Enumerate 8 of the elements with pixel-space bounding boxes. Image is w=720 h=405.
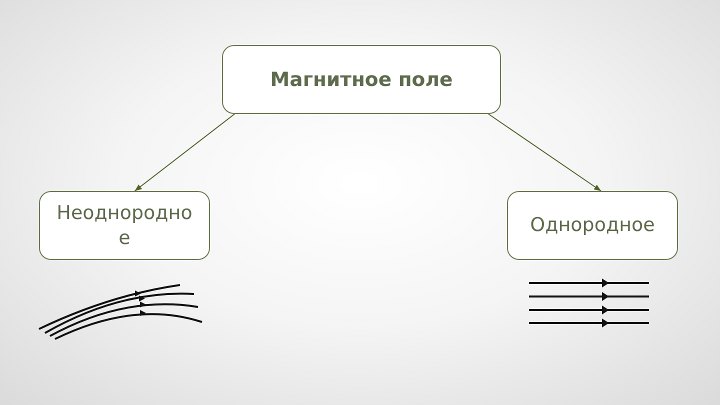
rounded-box <box>222 45 501 114</box>
heading-text: Магнитное поле <box>270 66 453 92</box>
node-label: Однородное <box>530 213 655 238</box>
rounded-box <box>39 191 210 260</box>
rounded-box <box>507 191 678 260</box>
node-label: Неоднородное <box>56 200 194 250</box>
arrow <box>488 114 602 192</box>
arrow <box>134 114 236 192</box>
